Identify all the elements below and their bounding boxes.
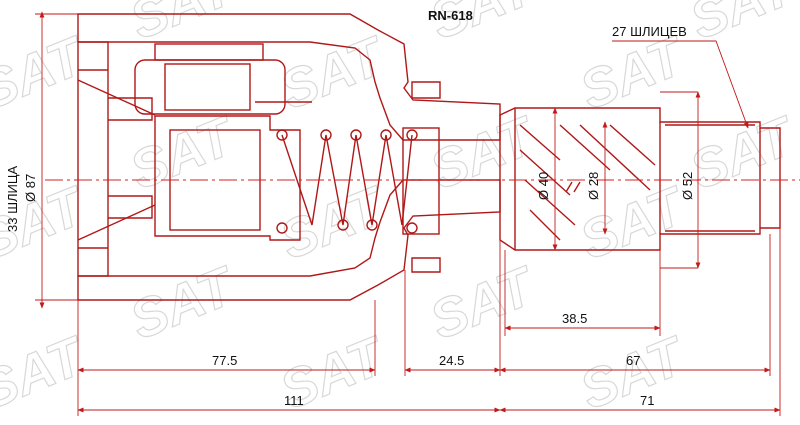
watermark-text: SAT xyxy=(272,25,395,121)
watermark-text: SAT xyxy=(0,325,95,421)
watermark-text: SAT xyxy=(682,0,800,51)
spring-end xyxy=(337,219,349,231)
watermark-text: SAT xyxy=(572,25,695,121)
dia-87-label: Ø 87 xyxy=(23,174,38,202)
spline-callout: 27 ШЛИЦЕВ xyxy=(612,24,749,129)
roller-inner xyxy=(164,63,251,111)
watermark-text: SAT xyxy=(682,105,800,201)
dia-52-label: Ø 52 xyxy=(680,172,695,200)
linear-extension-lines xyxy=(77,228,781,416)
housing-upper xyxy=(77,13,501,141)
dim-77-5-label: 77.5 xyxy=(212,353,237,368)
roller-outer xyxy=(134,59,286,115)
spring-seat xyxy=(402,127,440,235)
dia-28-label: Ø 28 xyxy=(586,172,601,200)
housing-cup-upper xyxy=(78,69,153,121)
spring-end xyxy=(380,129,392,141)
helix-spline xyxy=(519,124,656,241)
dim-67-label: 67 xyxy=(626,353,640,368)
clamp-groove-lower xyxy=(411,257,441,273)
diameter-dimensions: Ø 87 33 ШЛИЦА Ø 40 Ø 28 Ø 52 xyxy=(5,11,701,309)
spring-end xyxy=(366,219,378,231)
spring-end xyxy=(276,222,288,234)
clamp-groove-upper xyxy=(411,81,441,99)
clamp-grooves xyxy=(411,81,441,273)
straight-spline xyxy=(665,124,755,232)
spring-end xyxy=(276,129,288,141)
spline-break xyxy=(565,181,581,193)
watermark-text: SAT xyxy=(122,255,245,351)
housing-cone-lower xyxy=(77,204,156,241)
dim-71-label: 71 xyxy=(640,393,654,408)
housing-cone-upper xyxy=(77,79,156,116)
watermark-text: SAT xyxy=(422,105,545,201)
tripod-hub xyxy=(154,115,301,241)
spring-end xyxy=(406,129,418,141)
spring xyxy=(276,127,440,235)
dim-111-label: 111 xyxy=(284,393,304,408)
housing-inner-fill xyxy=(77,41,109,277)
callout-leader xyxy=(612,40,749,129)
dia-40-label: Ø 40 xyxy=(536,172,551,200)
spring-end xyxy=(406,222,418,234)
spring-end xyxy=(350,129,362,141)
dim-24-5-label: 24.5 xyxy=(439,353,464,368)
dim-38-5-label: 38.5 xyxy=(562,311,587,326)
spline-inner-label: 33 ШЛИЦА xyxy=(5,166,20,232)
roller-cap xyxy=(154,43,264,61)
linear-dimensions: 38.5 77.5 24.5 67 111 71 xyxy=(77,311,781,413)
watermark-text: SAT xyxy=(0,25,95,121)
spring-end xyxy=(320,129,332,141)
spring-coil xyxy=(281,134,413,226)
watermark-text: SAT xyxy=(572,325,695,421)
spline-outer-label: 27 ШЛИЦЕВ xyxy=(612,24,687,39)
housing-cup-lower xyxy=(78,195,153,249)
part-number: RN-618 xyxy=(428,8,473,23)
